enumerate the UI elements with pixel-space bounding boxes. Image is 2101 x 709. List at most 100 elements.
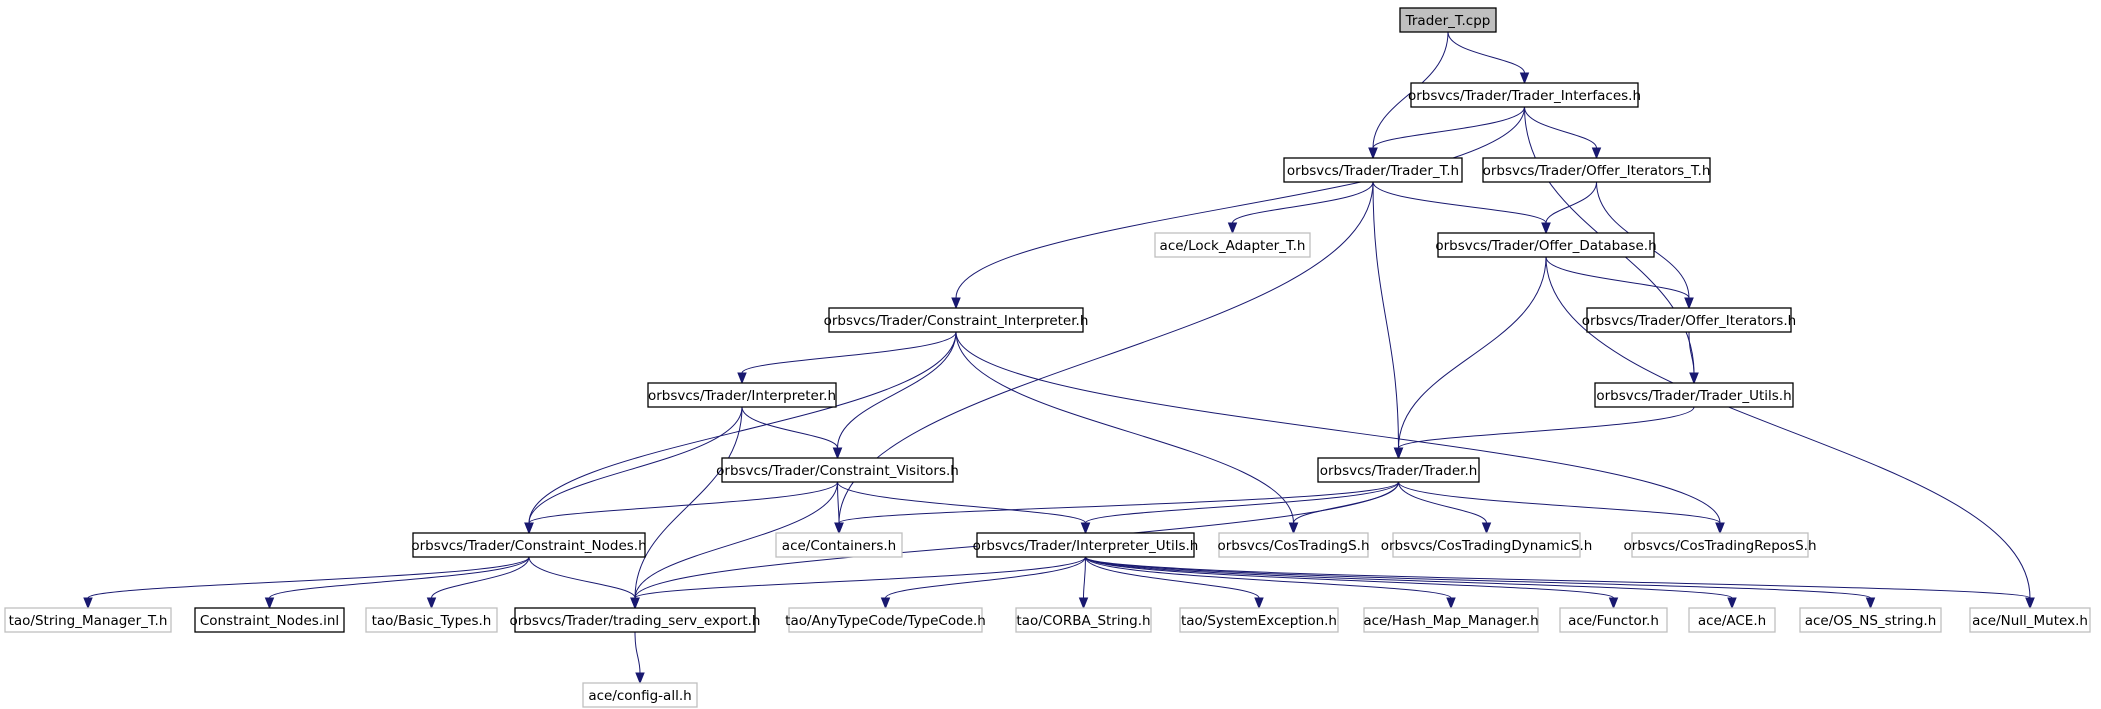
arrow-head-interpreter_utils_h (1080, 522, 1091, 535)
node-box (1218, 532, 1369, 558)
edge-trader_t_h-to-lock_adapter_t_h (1232, 181, 1374, 224)
node-label: orbsvcs/Trader/Constraint_Interpreter.h (824, 313, 1089, 329)
node-label: tao/String_Manager_T.h (9, 613, 168, 629)
node-label: Trader_T.cpp (1405, 13, 1491, 29)
node-box (647, 382, 837, 408)
node-label: orbsvcs/Trader/trading_serv_export.h (510, 613, 761, 629)
arrow-head-costradingreposs_h (1715, 522, 1725, 535)
node-box (4, 607, 172, 633)
node-box (1969, 607, 2091, 633)
node-label: orbsvcs/Trader/Trader_Interfaces.h (1408, 88, 1641, 104)
node-containers-h: ace/Containers.h (775, 532, 903, 558)
node-trading-serv-export-h[interactable]: orbsvcs/Trader/trading_serv_export.h (510, 607, 761, 633)
edge-constraint_nodes_h-to-constraint_nodes_inl (269, 556, 530, 599)
node-label: tao/AnyTypeCode/TypeCode.h (785, 613, 986, 629)
node-box (1559, 607, 1668, 633)
node-costradings-h: orbsvcs/CosTradingS.h (1217, 532, 1370, 558)
node-trader-utils-h[interactable]: orbsvcs/Trader/Trader_Utils.h (1594, 382, 1794, 408)
node-box (1399, 7, 1497, 33)
edge-trader_t_h-to-trader_h (1372, 181, 1399, 449)
edge-trader_interfaces_h-to-constraint_interpreter_h (955, 106, 1525, 299)
node-box (976, 532, 1195, 558)
arrow-head-costradings_h (1288, 522, 1299, 535)
node-label: ace/ACE.h (1698, 613, 1766, 629)
node-interpreter-utils-h[interactable]: orbsvcs/Trader/Interpreter_Utils.h (973, 532, 1199, 558)
node-box (1688, 607, 1776, 633)
node-label: orbsvcs/Trader/Offer_Database.h (1435, 238, 1656, 254)
node-string-manager-t-h: tao/String_Manager_T.h (4, 607, 172, 633)
node-box (1363, 607, 1539, 633)
node-basic-types-h: tao/Basic_Types.h (365, 607, 498, 633)
edge-offer_database_h-to-null_mutex_h (1545, 256, 2031, 599)
arrow-head-trading_serv_export_h (630, 597, 640, 610)
node-label: orbsvcs/Trader/Trader.h (1320, 463, 1478, 479)
arrow-head-os_ns_string_h (1865, 597, 1876, 610)
edge-interpreter_utils_h-to-functor_h (1085, 556, 1614, 599)
node-trader-interfaces-h[interactable]: orbsvcs/Trader/Trader_Interfaces.h (1408, 82, 1641, 108)
node-trader-t-cpp: Trader_T.cpp (1399, 7, 1497, 33)
node-label: ace/OS_NS_string.h (1805, 613, 1937, 629)
arrow-head-offer_iterators_t_h (1591, 147, 1602, 160)
node-label: orbsvcs/CosTradingDynamicS.h (1381, 538, 1593, 554)
edge-offer_iterators_t_h-to-offer_database_h (1545, 181, 1597, 224)
arrow-head-offer_iterators_h (1684, 297, 1694, 310)
node-costradingdynamics-h: orbsvcs/CosTradingDynamicS.h (1381, 532, 1593, 558)
node-label: orbsvcs/Trader/Offer_Iterators.h (1582, 313, 1796, 329)
arrow-head-constraint_interpreter_h (951, 297, 961, 310)
node-label: ace/Hash_Map_Manager.h (1363, 613, 1538, 629)
node-label: ace/config-all.h (588, 688, 691, 704)
node-offer-iterators-t-h[interactable]: orbsvcs/Trader/Offer_Iterators_T.h (1482, 157, 1711, 183)
node-constraint-nodes-inl[interactable]: Constraint_Nodes.inl (194, 607, 345, 633)
edge-offer_database_h-to-offer_iterators_h (1545, 256, 1690, 299)
edge-offer_database_h-to-trader_h (1398, 256, 1547, 449)
node-box (1586, 307, 1792, 333)
edge-constraint_interpreter_h-to-constraint_nodes_h (528, 331, 957, 524)
arrow-head-costradingdynamics_h (1481, 522, 1492, 535)
node-offer-database-h[interactable]: orbsvcs/Trader/Offer_Database.h (1435, 232, 1657, 258)
node-label: orbsvcs/Trader/Offer_Iterators_T.h (1483, 163, 1711, 179)
edge-constraint_interpreter_h-to-costradings_h (955, 331, 1294, 524)
node-label: orbsvcs/Trader/Trader_T.h (1287, 163, 1459, 179)
edge-interpreter_utils_h-to-trading_serv_export_h (634, 556, 1086, 599)
arrow-head-containers_h (834, 522, 844, 535)
node-box (514, 607, 756, 633)
node-constraint-visitors-h[interactable]: orbsvcs/Trader/Constraint_Visitors.h (716, 457, 959, 483)
node-box (1799, 607, 1942, 633)
node-box (1015, 607, 1152, 633)
arrow-head-null_mutex_h (2025, 597, 2035, 610)
edge-interpreter_h-to-constraint_nodes_h (528, 406, 743, 524)
arrow-head-hash_map_manager_h (1446, 597, 1456, 610)
node-trader-t-h[interactable]: orbsvcs/Trader/Trader_T.h (1283, 157, 1463, 183)
node-box (788, 607, 983, 633)
arrow-head-basic_types_h (426, 597, 437, 610)
node-config-all-h: ace/config-all.h (582, 682, 698, 708)
edge-interpreter_utils_h-to-null_mutex_h (1085, 556, 2031, 599)
edge-constraint_interpreter_h-to-interpreter_h (741, 331, 957, 374)
node-systemexception-h: tao/SystemException.h (1179, 607, 1339, 633)
node-trader-h[interactable]: orbsvcs/Trader/Trader.h (1317, 457, 1480, 483)
node-interpreter-h[interactable]: orbsvcs/Trader/Interpreter.h (647, 382, 837, 408)
node-constraint-nodes-h[interactable]: orbsvcs/Trader/Constraint_Nodes.h (411, 532, 647, 558)
arrow-head-lock_adapter_t_h (1227, 222, 1238, 235)
arrow-head-trader_utils_h (1689, 372, 1699, 385)
edge-interpreter_utils_h-to-ace_h (1085, 556, 1733, 599)
arrow-head-trader_h (1393, 447, 1404, 460)
edge-constraint_nodes_h-to-trading_serv_export_h (528, 556, 636, 599)
edge-trader_h-to-costradingreposs_h (1398, 481, 1721, 524)
arrow-head-trader_interfaces_h (1519, 72, 1530, 85)
edge-trader_h-to-containers_h (838, 481, 1399, 524)
node-label: orbsvcs/CosTradingS.h (1217, 538, 1369, 554)
node-box (1437, 232, 1655, 258)
node-label: orbsvcs/CosTradingReposS.h (1623, 538, 1816, 554)
arrow-head-config_all_h (635, 672, 645, 685)
node-corba-string-h: tao/CORBA_String.h (1015, 607, 1152, 633)
edge-trader_h-to-interpreter_utils_h (1085, 481, 1399, 524)
arrow-head-trader_t_h (1368, 147, 1378, 160)
arrow-head-constraint_nodes_h (524, 522, 534, 535)
node-offer-iterators-h[interactable]: orbsvcs/Trader/Offer_Iterators.h (1582, 307, 1796, 333)
edge-trader_t_h-to-offer_database_h (1372, 181, 1547, 224)
node-constraint-interpreter-h[interactable]: orbsvcs/Trader/Constraint_Interpreter.h (824, 307, 1089, 333)
edge-constraint_nodes_h-to-basic_types_h (431, 556, 530, 599)
arrow-head-interpreter_h (737, 372, 747, 385)
